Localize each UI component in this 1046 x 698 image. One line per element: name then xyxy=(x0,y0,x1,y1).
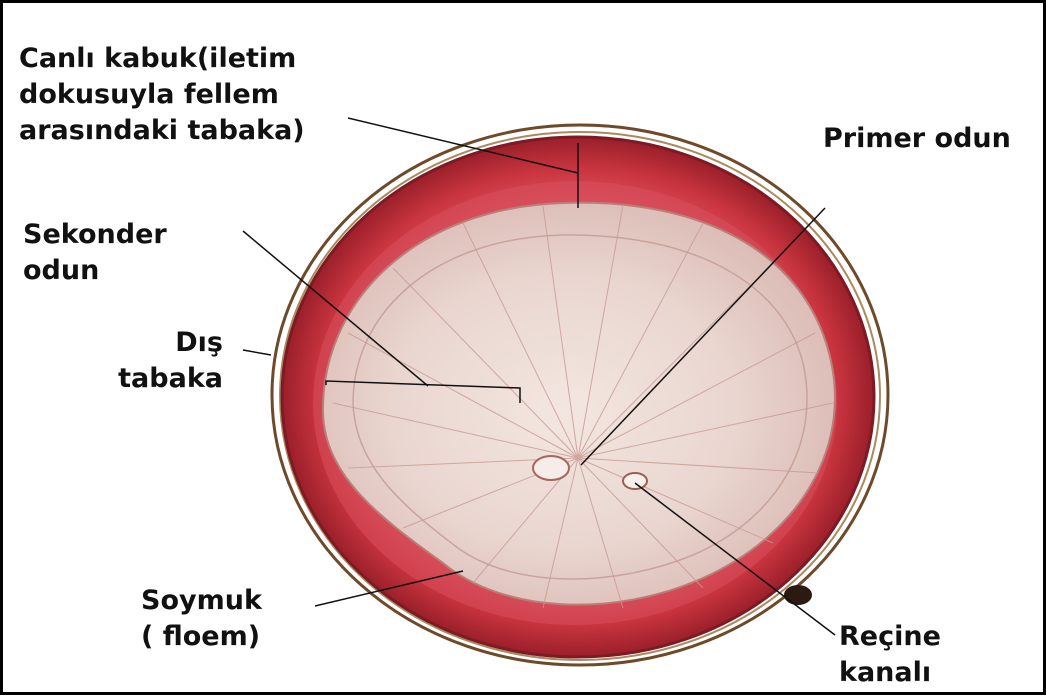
dark-spot xyxy=(784,585,812,605)
label-primer-odun: Primer odun xyxy=(823,121,1011,157)
resin-canal xyxy=(623,473,647,489)
label-recine-kanali: Reçine kanalı xyxy=(839,619,941,691)
label-canli-kabuk: Canlı kabuk(iletim dokusuyla fellem aras… xyxy=(19,41,305,149)
label-sekonder-odun: Sekonder odun xyxy=(23,217,167,289)
label-dis-tabaka: Dış tabaka xyxy=(113,325,223,397)
label-soymuk: Soymuk ( floem) xyxy=(141,583,262,655)
leader-dis-tabaka xyxy=(243,350,271,355)
pith xyxy=(533,456,569,480)
